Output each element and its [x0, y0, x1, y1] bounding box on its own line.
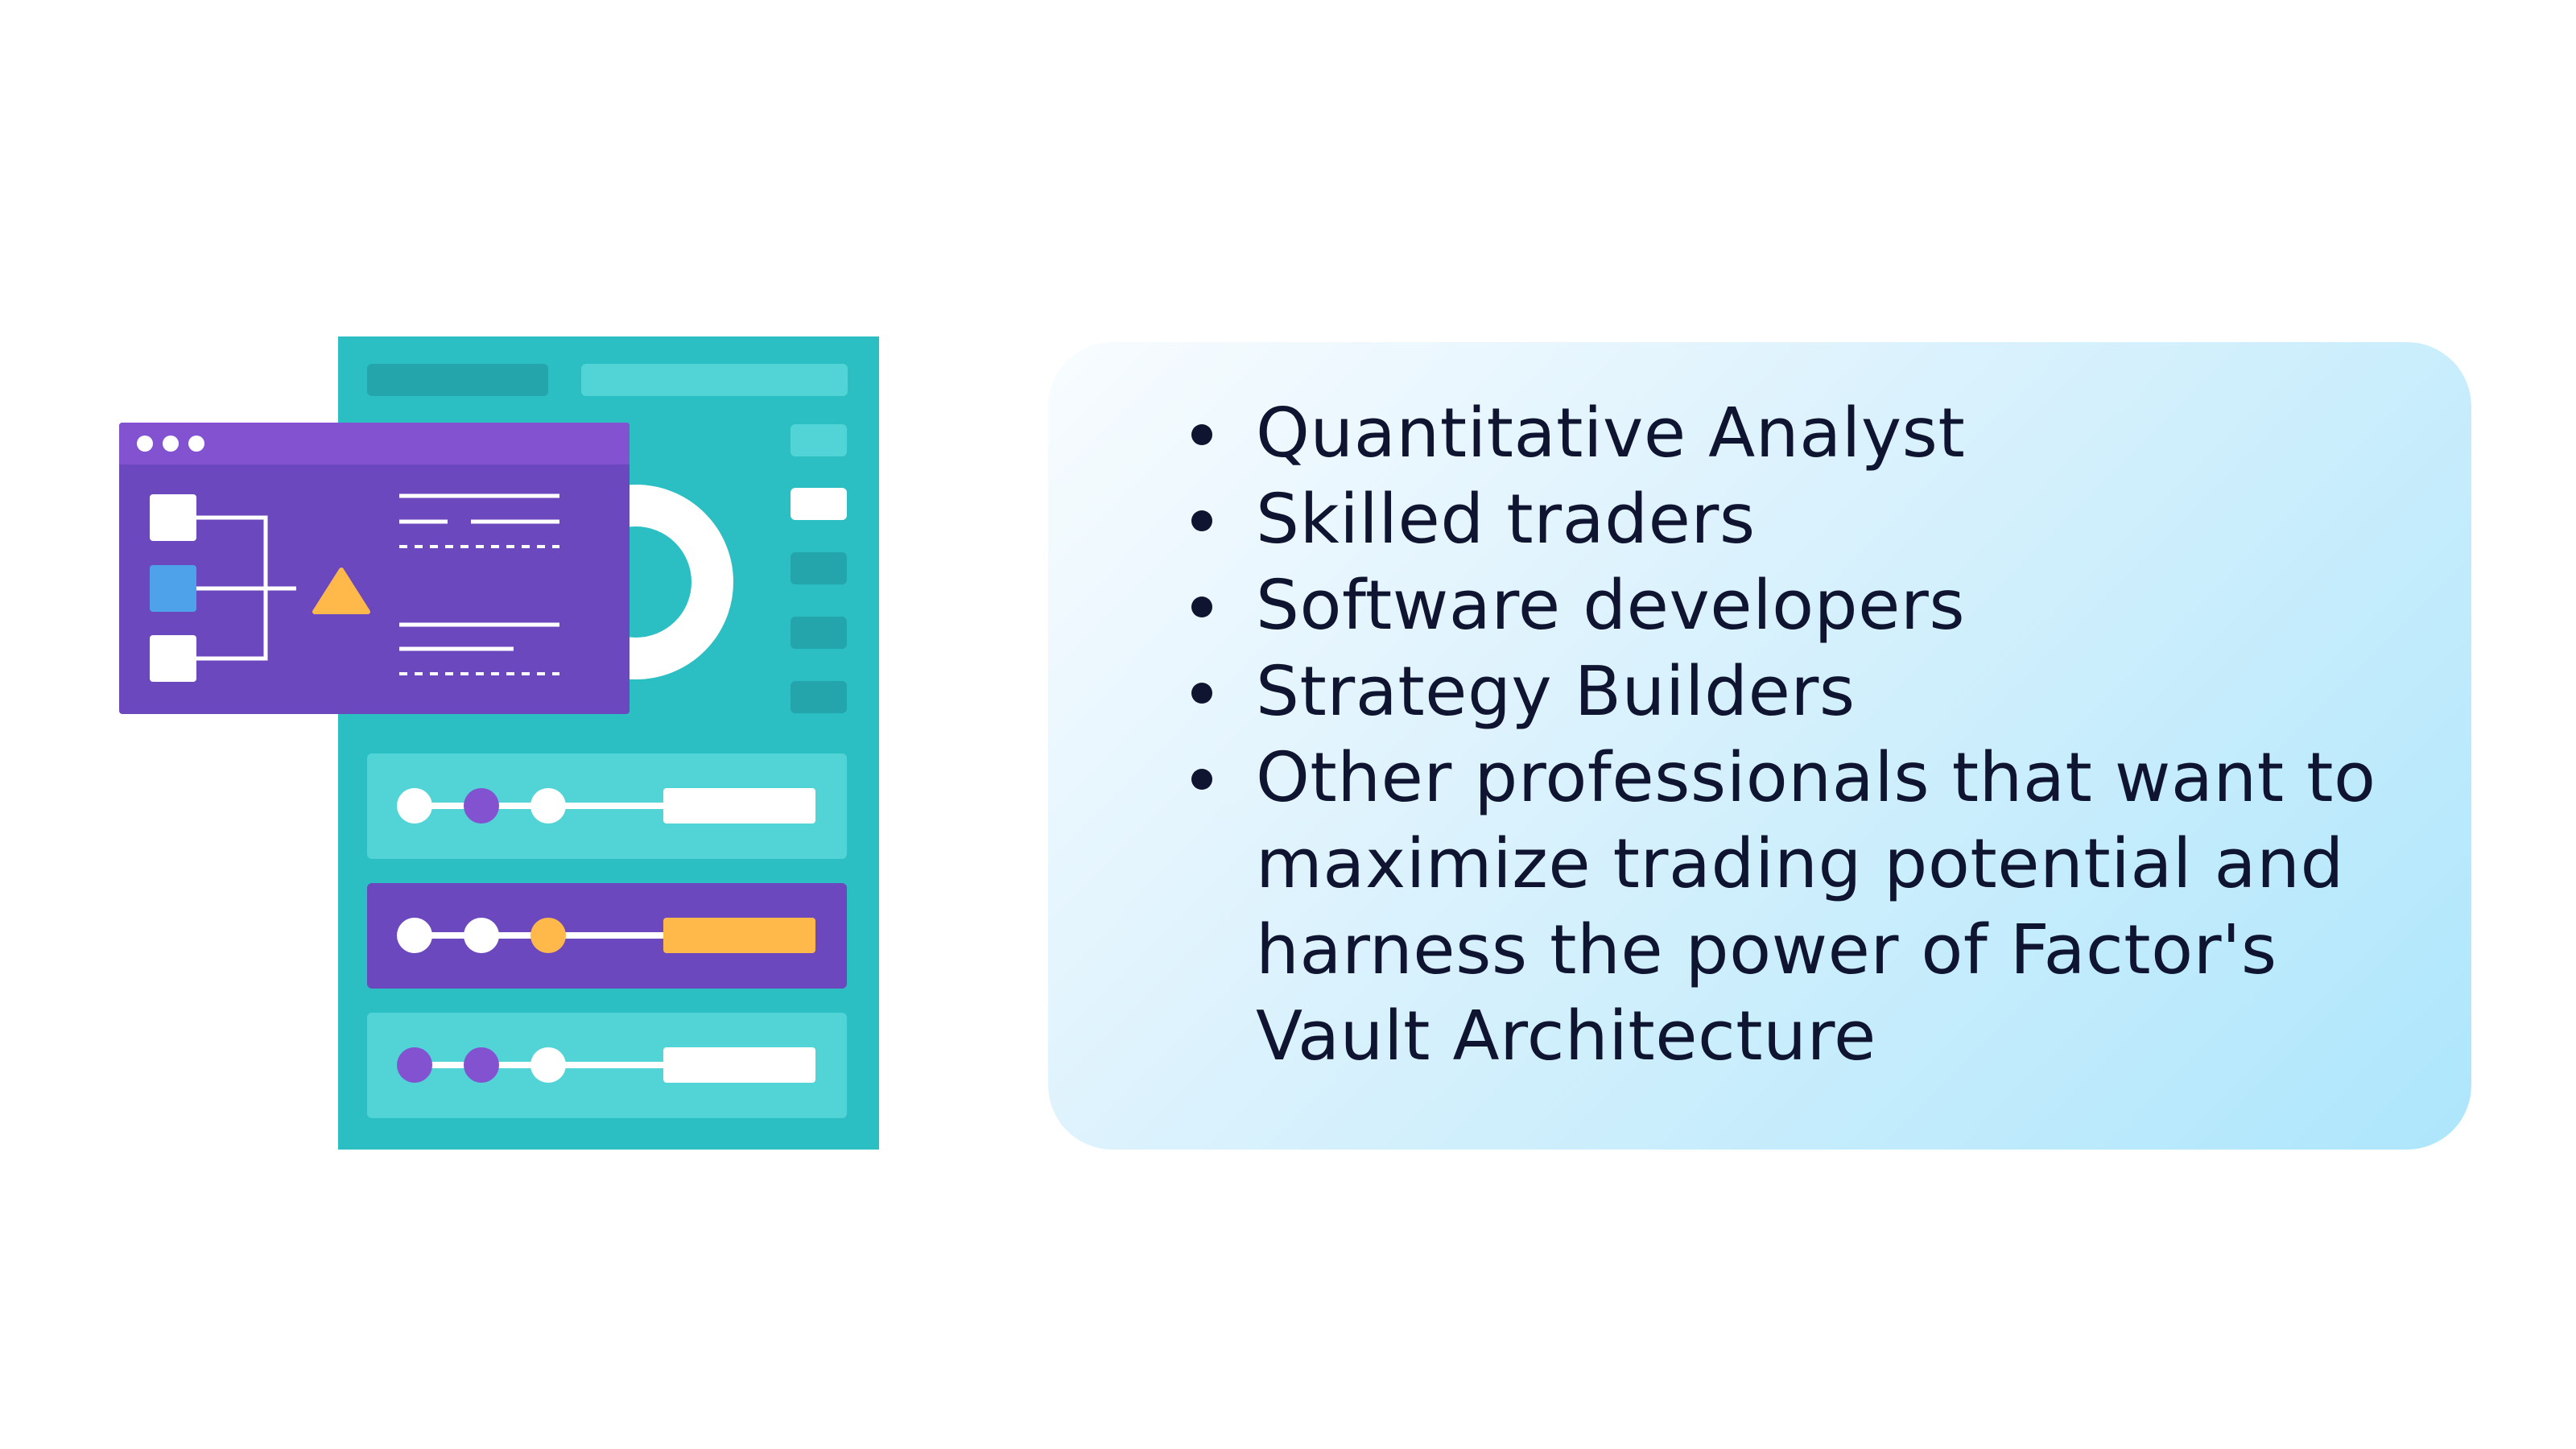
list-item: Software developers [1191, 563, 2439, 649]
flowchart-window-header [119, 423, 630, 464]
list-item-text: Skilled traders [1256, 480, 1756, 559]
list-item-text: Strategy Builders [1256, 652, 1856, 732]
audience-panel: Quantitative Analyst Skilled traders Sof… [1048, 342, 2471, 1150]
flowchart-node-selected [150, 565, 196, 612]
flowchart-node [150, 635, 196, 682]
dashboard-side-button [791, 552, 847, 584]
warning-triangle-icon [312, 568, 370, 614]
bullet-icon [1191, 597, 1212, 617]
list-item-text: Quantitative Analyst [1256, 394, 1966, 473]
window-dot-icon [188, 436, 204, 452]
timeline-row-1-bar [663, 788, 815, 824]
dashboard-side-button [791, 424, 847, 456]
bullet-icon [1191, 424, 1212, 445]
window-dot-icon [137, 436, 153, 452]
timeline-row-3-bar [663, 1047, 815, 1083]
dashboard-top-bar-light [581, 364, 848, 396]
list-item: Other professionals that want to maximiz… [1191, 735, 2439, 1080]
list-item: Strategy Builders [1191, 649, 2439, 735]
bullet-icon [1191, 769, 1212, 790]
dashboard-side-button [791, 617, 847, 649]
bullet-icon [1191, 683, 1212, 704]
bullet-icon [1191, 510, 1212, 531]
dashboard-side-button [791, 681, 847, 713]
dashboard-side-button-active [791, 488, 847, 520]
list-item-text: Other professionals that want to maximiz… [1256, 738, 2376, 1076]
dashboard-flowchart-illustration [119, 336, 879, 1150]
timeline-row-2-bar [663, 918, 815, 953]
list-item: Skilled traders [1191, 477, 2439, 563]
window-dot-icon [163, 436, 179, 452]
list-item: Quantitative Analyst [1191, 390, 2439, 477]
list-item-text: Software developers [1256, 566, 1966, 646]
audience-list: Quantitative Analyst Skilled traders Sof… [1191, 390, 2439, 1080]
flowchart-node [150, 494, 196, 541]
dashboard-top-bar-dark [367, 364, 548, 396]
